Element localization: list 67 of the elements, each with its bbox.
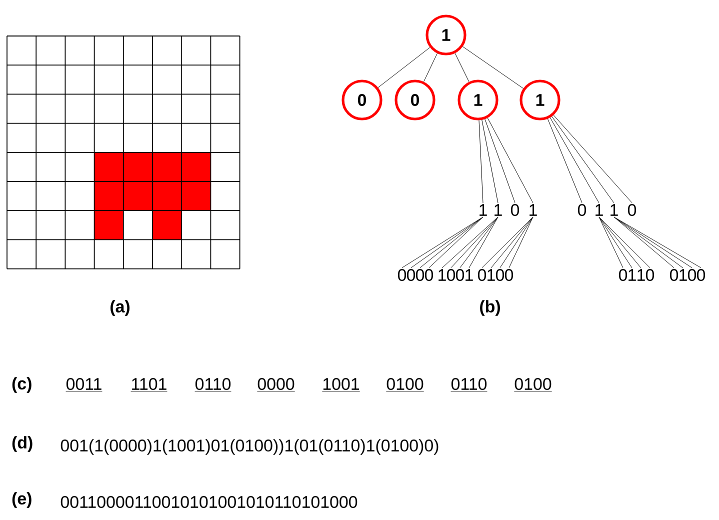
- connector-line: [424, 53, 438, 82]
- underlined-code: 1101: [130, 378, 168, 392]
- underlined-code: 0110: [450, 378, 488, 392]
- bit-digit: 1: [638, 269, 645, 281]
- connector-line: [547, 118, 582, 204]
- connector-line: [598, 216, 650, 268]
- connector-line: [598, 216, 642, 268]
- connector-line: [484, 118, 516, 204]
- code-string: 00110000110010101001010110101000: [60, 496, 358, 508]
- bit-digit: 1: [466, 269, 473, 281]
- panel-label: (e): [12, 492, 32, 508]
- connector-line: [478, 120, 484, 204]
- panel-label: (b): [480, 300, 500, 316]
- bit-digit: 0: [496, 269, 504, 281]
- bit-digit: 1: [494, 204, 502, 216]
- bit-digit: 1: [480, 204, 487, 216]
- bit-digit: 0: [398, 269, 406, 281]
- connector-line: [490, 216, 534, 268]
- bit-digit: 0: [424, 269, 434, 281]
- bit-digit: 1: [488, 269, 495, 281]
- bit-digit: 1: [596, 204, 603, 216]
- connector-line: [482, 216, 534, 268]
- code-string: 001(1(0000)1(1001)01(0100))1(01(0110)1(0100)0): [60, 439, 438, 455]
- underlined-code: 1001: [322, 378, 360, 392]
- bit-digit: 0: [510, 204, 520, 216]
- connector-line: [462, 46, 524, 89]
- connector-line: [450, 216, 498, 268]
- connector-line: [378, 47, 430, 88]
- panel-label: (a): [110, 300, 130, 316]
- bit-digit: 0: [456, 269, 464, 281]
- underlined-code: 0110: [194, 378, 232, 392]
- connector-line: [550, 117, 600, 204]
- bit-digit: 0: [578, 204, 586, 216]
- underlined-code: 0000: [256, 378, 296, 392]
- bit-digit: 1: [438, 269, 446, 281]
- connector-line: [454, 52, 470, 82]
- connector-line: [500, 216, 534, 268]
- connector-line: [482, 120, 498, 204]
- underlined-code: 0011: [66, 378, 102, 392]
- bit-digit: 0: [446, 269, 456, 281]
- connector-line: [598, 216, 632, 268]
- bit-digit: 0: [504, 269, 514, 281]
- connector-line: [468, 216, 498, 268]
- connector-line: [460, 216, 498, 268]
- bit-digit: 0: [688, 269, 696, 281]
- panel-label: (d): [12, 436, 32, 452]
- bit-digit: 1: [680, 269, 687, 281]
- bit-digit: 1: [530, 204, 537, 216]
- connector-line: [487, 118, 534, 204]
- underlined-code: 0100: [514, 378, 552, 392]
- underlined-code: 0100: [386, 378, 424, 392]
- connector-line: [552, 116, 614, 204]
- bit-digit: 0: [618, 269, 628, 281]
- bit-digit: 1: [610, 204, 618, 216]
- bit-digit: 0: [646, 269, 654, 281]
- connector-line: [442, 216, 498, 268]
- bit-digit: 0: [696, 269, 706, 281]
- panel-label: (c): [12, 377, 32, 393]
- bit-digit: 1: [628, 269, 636, 281]
- bit-digit: 0: [478, 269, 486, 281]
- bit-digit: 0: [406, 269, 416, 281]
- bit-digit: 0: [628, 204, 636, 216]
- connector-line: [553, 114, 632, 204]
- bit-digit: 0: [670, 269, 678, 281]
- connector-line: [508, 216, 534, 268]
- connector-line: [598, 216, 624, 268]
- bit-digit: 0: [416, 269, 424, 281]
